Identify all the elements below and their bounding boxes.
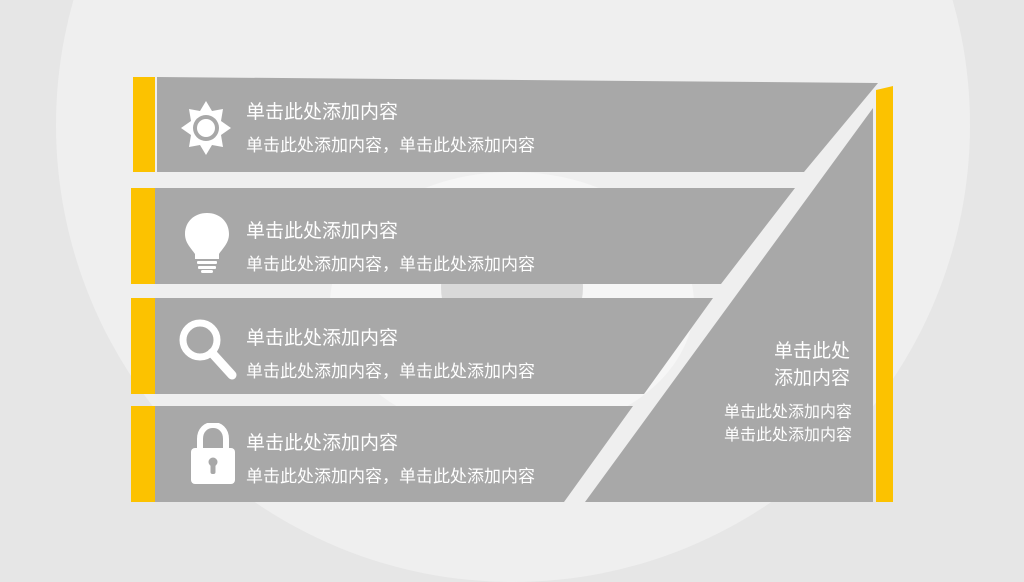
- row-2-panel[interactable]: [155, 188, 795, 284]
- row-1-title[interactable]: 单击此处添加内容: [246, 101, 399, 123]
- lightbulb-icon: [185, 213, 229, 273]
- row-2-description[interactable]: 单击此处添加内容，单击此处添加内容: [246, 255, 535, 275]
- side-description[interactable]: 单击此处添加内容 单击此处添加内容: [723, 402, 852, 444]
- row-2-title[interactable]: 单击此处添加内容: [246, 220, 399, 242]
- gear-icon: [181, 101, 231, 155]
- row-4-description[interactable]: 单击此处添加内容，单击此处添加内容: [246, 467, 535, 487]
- magnifier-icon: [179, 319, 237, 380]
- lock-icon: [191, 423, 235, 484]
- row-2-accent-bar: [131, 188, 155, 284]
- row-4-title[interactable]: 单击此处添加内容: [246, 432, 399, 454]
- row-1-accent-bar: [133, 77, 155, 172]
- row-3-title[interactable]: 单击此处添加内容: [246, 327, 399, 349]
- side-title[interactable]: 单击此处 添加内容: [773, 340, 850, 389]
- row-3-description[interactable]: 单击此处添加内容，单击此处添加内容: [246, 362, 535, 382]
- row-1-description[interactable]: 单击此处添加内容，单击此处添加内容: [246, 136, 535, 156]
- row-3-accent-bar: [131, 298, 155, 394]
- side-triangle-panel[interactable]: [585, 108, 873, 502]
- row-4-accent-bar: [131, 406, 155, 502]
- side-accent-bar: [876, 86, 893, 502]
- row-1-panel[interactable]: [157, 77, 878, 172]
- row-4-panel[interactable]: [155, 406, 633, 502]
- row-3-panel[interactable]: [155, 298, 713, 394]
